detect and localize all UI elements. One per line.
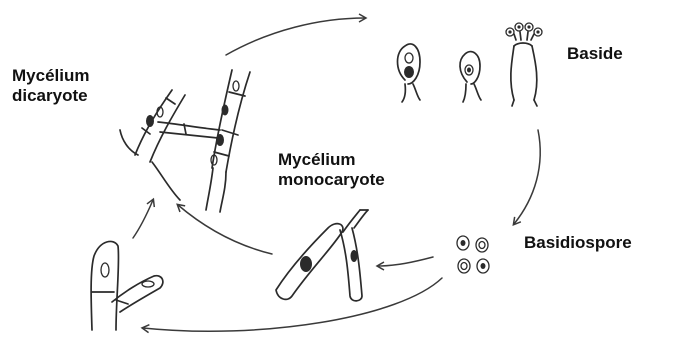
label-dikaryotic-line-1: Mycélium [12,66,89,86]
basidiospore-drawings [457,236,489,273]
dikaryotic-mycelium-drawing [120,70,250,212]
label-monokaryotic-line-2: monocaryote [278,170,385,190]
arrow-germination-to-dikaryon [133,200,153,238]
arrow-dikaryon-to-basidium [226,18,365,55]
label-basidium: Baside [567,44,623,64]
arrow-spores-to-germination [143,278,442,331]
label-monokaryotic-mycelium: Mycélium monocaryote [278,150,385,190]
label-basidiospore: Basidiospore [524,233,632,253]
label-dikaryotic-line-2: dicaryote [12,86,89,106]
arrow-spores-to-monokaryon [378,257,433,266]
arrow-monokaryon-to-dikaryon [178,205,272,254]
germinating-hypha-drawing [91,241,163,330]
label-monokaryotic-line-1: Mycélium [278,150,385,170]
arrow-basidium-to-spores [514,130,540,224]
monokaryotic-mycelium-drawing [276,210,368,301]
label-dikaryotic-mycelium: Mycélium dicaryote [12,66,89,106]
basidium-drawings [398,23,543,106]
